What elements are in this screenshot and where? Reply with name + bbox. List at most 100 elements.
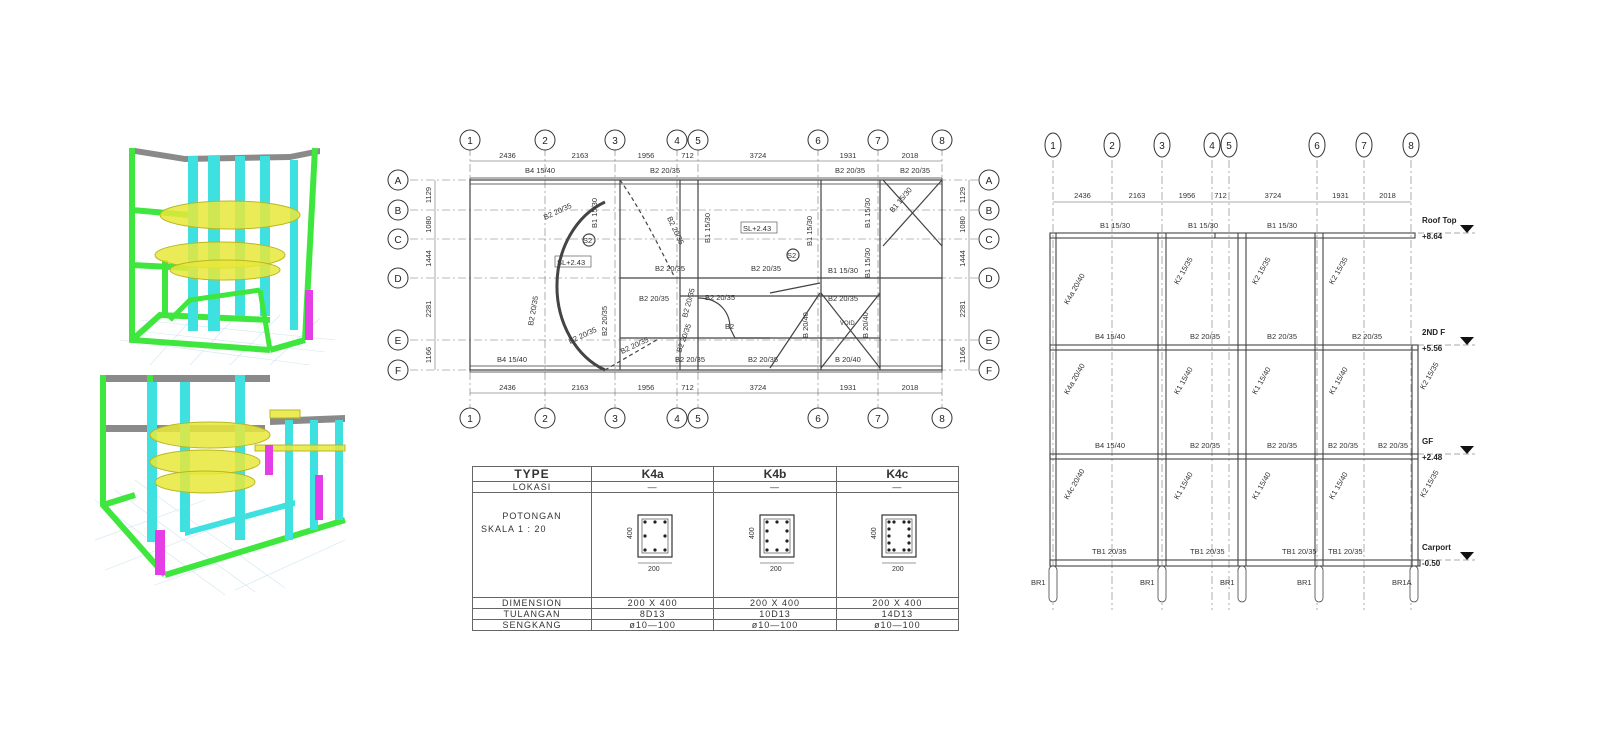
grid-label: A — [986, 176, 993, 187]
column-label: K1 15/40 — [1250, 365, 1273, 396]
dimension-text: 2436 — [1074, 191, 1091, 200]
height-dim: 400 — [871, 527, 878, 539]
grid-label: B — [395, 206, 402, 217]
level-marker-icon — [1460, 337, 1474, 345]
level-value: +8.64 — [1422, 232, 1443, 241]
dimension-text: 712 — [1214, 191, 1227, 200]
grid-bubble — [978, 169, 1000, 191]
grid-label: 4 — [1209, 141, 1215, 152]
width-dim: 200 — [770, 566, 782, 573]
dimension-text: 1931 — [1332, 191, 1349, 200]
beam-label: B1 15/30 — [805, 216, 814, 246]
grid-label: 2 — [542, 136, 548, 147]
beam-label: B2 20/35 — [1378, 441, 1408, 450]
level-name: 2ND F — [1422, 328, 1445, 337]
level-name: Carport — [1422, 543, 1451, 552]
grid-label: 5 — [1226, 141, 1232, 152]
dimension-text: 2018 — [1379, 191, 1396, 200]
dimension-label: DIMENSION — [472, 597, 592, 609]
lokasi-value: — — [713, 481, 837, 493]
lokasi-value: — — [835, 481, 960, 493]
column-label: K2 15/35 — [1250, 255, 1273, 286]
grid-label: 7 — [875, 414, 881, 425]
grid-label: 3 — [612, 136, 618, 147]
dimension-text: 712 — [681, 383, 694, 392]
grid-label: 1 — [467, 414, 473, 425]
beam-label: B2 20/35 — [751, 264, 781, 273]
grid-bubble — [1220, 132, 1238, 158]
grid-bubble — [687, 407, 709, 429]
grid-label: F — [986, 366, 992, 377]
grid-label: 8 — [939, 136, 945, 147]
pile-label: BR1 — [1220, 578, 1235, 587]
grid-label: E — [986, 336, 993, 347]
slab-level: SL+2.43 — [743, 224, 771, 233]
grid-label: 7 — [875, 136, 881, 147]
grid-bubble — [1402, 132, 1420, 158]
pile-label: BR1 — [1297, 578, 1312, 587]
beam-label: B2 — [725, 322, 734, 331]
beam-label: B4 15/40 — [1095, 441, 1125, 450]
beam-label: TB1 20/35 — [1282, 547, 1317, 556]
grid-label: A — [395, 176, 402, 187]
plan-beams — [469, 177, 943, 373]
grid-bubble — [387, 169, 409, 191]
slab-tag: S2 — [583, 236, 592, 245]
type-k4b: K4b — [713, 466, 837, 482]
level-value: -0.50 — [1422, 559, 1441, 568]
dimension-text: 2436 — [499, 151, 516, 160]
column-label: K1 15/40 — [1327, 470, 1350, 501]
dimension-value: 200 X 400 — [713, 597, 837, 609]
dimension-text: 1956 — [1179, 191, 1196, 200]
structure-3d-view-top — [119, 147, 336, 365]
column-section-icon: 200 400 — [627, 514, 673, 573]
grid-bubble — [978, 267, 1000, 289]
dimension-text: 2018 — [902, 383, 919, 392]
beam-label: B2 20/35 — [828, 294, 858, 303]
grid-bubble — [387, 228, 409, 250]
pile-icon — [1048, 565, 1058, 603]
grid-label: 2 — [542, 414, 548, 425]
slab-tag: S2 — [787, 251, 796, 260]
grid-bubble — [604, 129, 626, 151]
type-header: TYPE — [472, 466, 592, 482]
pile-label: BR1A — [1392, 578, 1412, 587]
level-value: +5.56 — [1422, 344, 1443, 353]
grid-bubble — [978, 228, 1000, 250]
grid-bubble — [807, 129, 829, 151]
magenta-columns — [155, 445, 323, 575]
grid-bubble — [978, 359, 1000, 381]
grid-bubble — [1044, 132, 1062, 158]
lokasi-value: — — [590, 481, 715, 493]
dimension-text: 2281 — [424, 301, 433, 318]
grid-bubble — [978, 329, 1000, 351]
beam-label: B 20/40 — [835, 355, 861, 364]
grid-label: F — [395, 366, 401, 377]
section-k4a: 200 400 — [590, 492, 715, 598]
dimension-text: 2163 — [1129, 191, 1146, 200]
beam-label: TB1 20/35 — [1092, 547, 1127, 556]
beam-label: B2 20/35 — [655, 264, 685, 273]
dimension-text: 712 — [681, 151, 694, 160]
column-label: K4a 20/40 — [1062, 272, 1087, 306]
grid-bubble — [387, 329, 409, 351]
slab-level: SL+2.43 — [557, 258, 585, 267]
yellow-slabs — [149, 409, 346, 494]
column-label: K1 15/40 — [1327, 365, 1350, 396]
width-dim: 200 — [648, 566, 660, 573]
tulangan-value: 10D13 — [713, 608, 837, 620]
grid-bubble — [931, 407, 953, 429]
plan-dimensions: 2436243621632163195619567127123724372419… — [424, 151, 970, 394]
dimension-value: 200 X 400 — [590, 597, 715, 609]
beam-label: TB1 20/35 — [1328, 547, 1363, 556]
dimension-text: 3724 — [750, 383, 767, 392]
grid-label: 1 — [467, 136, 473, 147]
grid-bubble — [666, 129, 688, 151]
grid-bubble — [1355, 132, 1373, 158]
grid-label: 4 — [674, 136, 680, 147]
beam-label: B2 20/35 — [748, 355, 778, 364]
pile-icon — [1409, 565, 1419, 603]
tulangan-value: 14D13 — [835, 608, 960, 620]
